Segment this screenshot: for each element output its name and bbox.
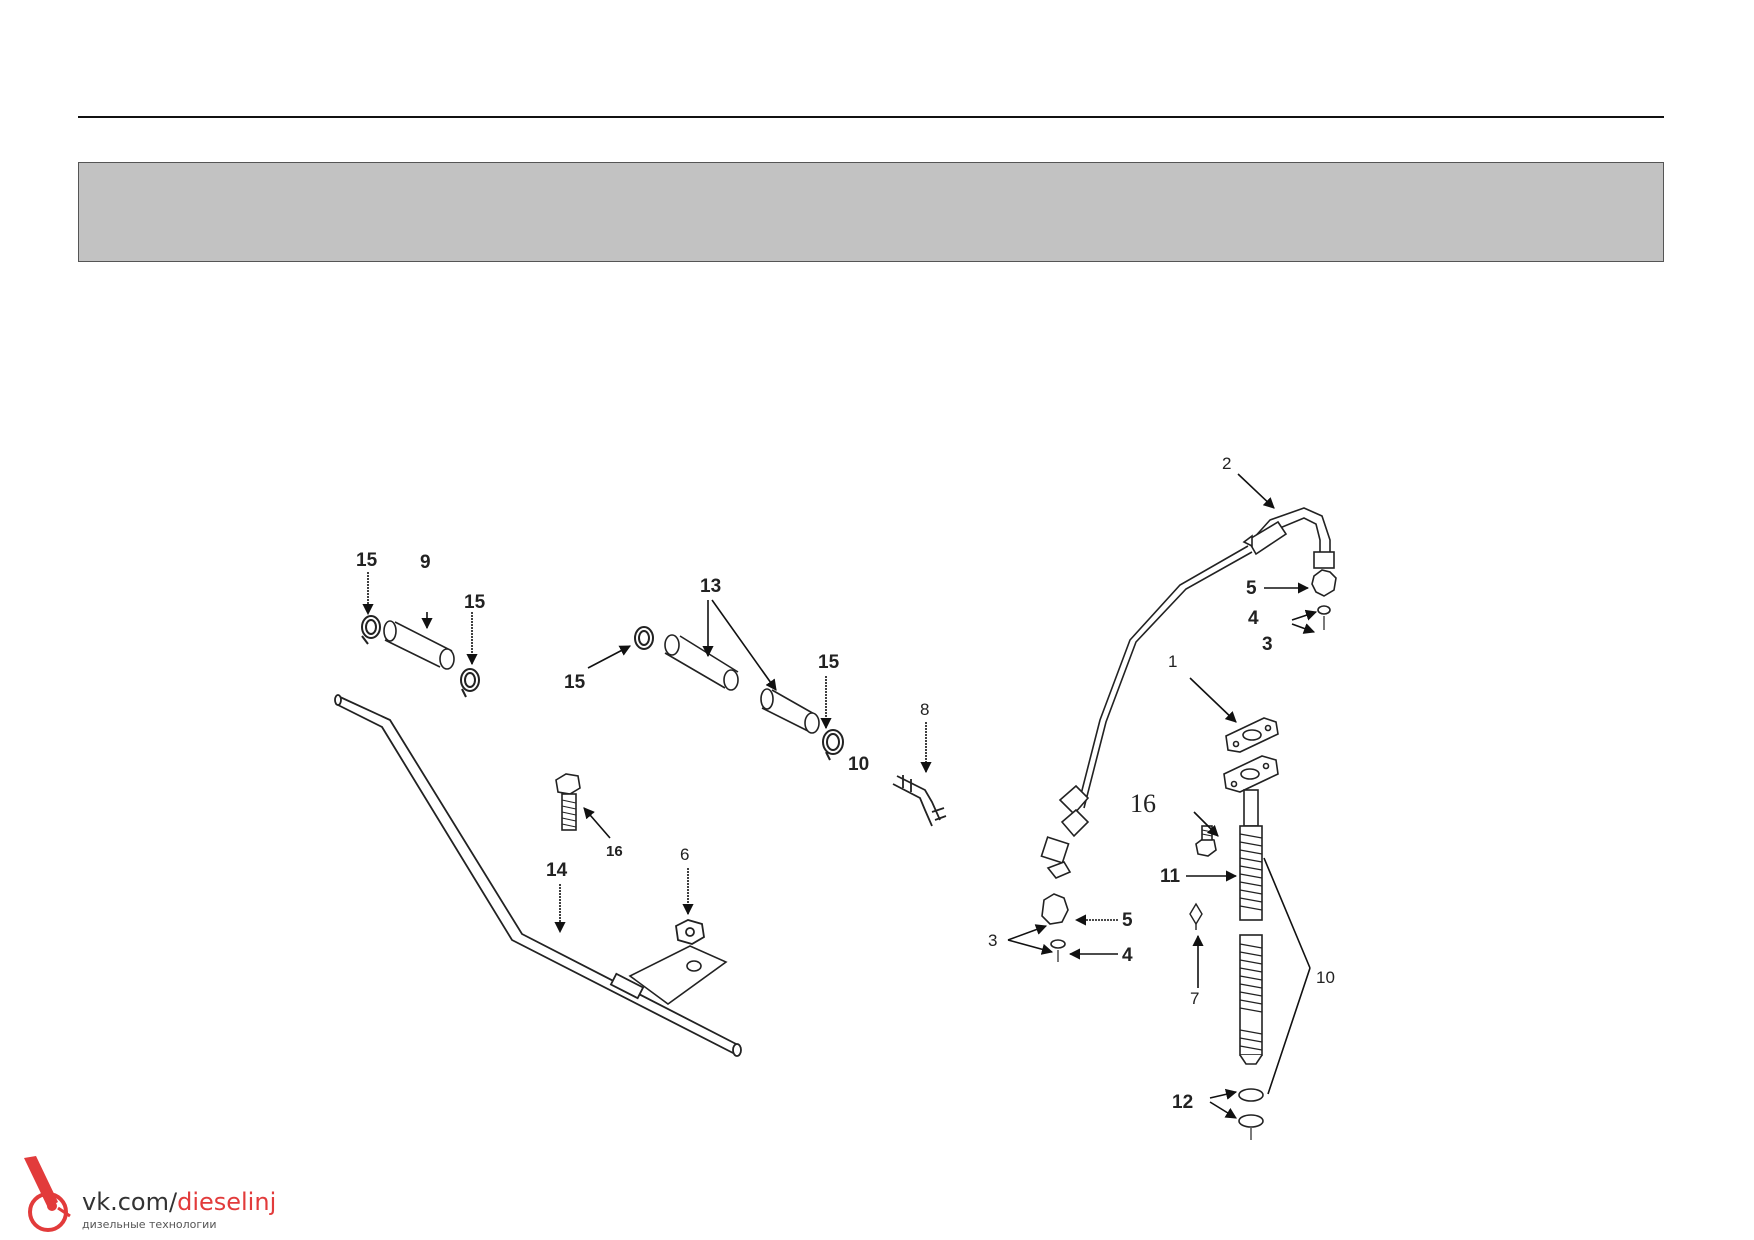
callout-4-upper: 4 <box>1248 608 1259 629</box>
hose-13a <box>664 634 739 691</box>
hose-clamp-15c <box>634 626 654 650</box>
callout-15-b: 15 <box>464 592 486 613</box>
callout-16-right: 16 <box>1130 789 1156 818</box>
gasket-1 <box>1225 717 1279 753</box>
bolt-16 <box>555 773 581 831</box>
pin-7 <box>1189 902 1203 930</box>
hose-clamp-15a <box>361 615 381 645</box>
header-rule <box>78 116 1664 118</box>
hose-clamp-15d <box>822 729 844 761</box>
callout-13: 13 <box>700 576 721 597</box>
tube-14 <box>334 694 742 1057</box>
watermark-domain: vk.com/dieselinj <box>82 1188 276 1216</box>
callout-5-lower: 5 <box>1122 910 1133 931</box>
callout-12: 12 <box>1172 1092 1193 1113</box>
callout-1: 1 <box>1168 652 1177 671</box>
watermark-domain-prefix: vk.com/ <box>82 1188 178 1216</box>
injector-logo-icon <box>24 1156 71 1232</box>
callout-6: 6 <box>680 845 689 864</box>
callout-15-d: 15 <box>818 652 840 673</box>
watermark-tagline: дизельные технологии <box>82 1218 217 1231</box>
nut-6 <box>675 919 705 945</box>
elbow-fitting-8 <box>892 775 947 827</box>
callout-4-lower: 4 <box>1122 945 1133 966</box>
flange <box>1223 755 1279 793</box>
pipe-2 <box>1077 507 1331 809</box>
watermark-domain-name: dieselinj <box>177 1188 277 1216</box>
pipe-end-fitting-lower <box>1040 784 1090 962</box>
callout-15-c: 15 <box>564 672 586 693</box>
callout-9: 9 <box>420 552 431 573</box>
callout-8: 8 <box>920 700 929 719</box>
hose-clamp-15b <box>460 668 480 698</box>
callout-11: 11 <box>1160 866 1181 887</box>
callout-10-right: 10 <box>1316 968 1335 987</box>
hose-13b <box>760 688 820 734</box>
callout-5-upper: 5 <box>1246 578 1257 599</box>
callout-15-a: 15 <box>356 550 378 571</box>
hose-9 <box>383 620 455 670</box>
header-banner <box>78 162 1664 262</box>
seal-rings-12 <box>1238 1088 1264 1140</box>
callout-2: 2 <box>1222 454 1231 473</box>
callout-14: 14 <box>546 860 568 881</box>
callout-3-lower: 3 <box>988 931 997 950</box>
callout-7: 7 <box>1190 989 1199 1008</box>
pipe-end-fitting-upper <box>1242 520 1337 630</box>
drain-tube-10 <box>1239 789 1263 1065</box>
leader-lines <box>362 473 1318 1119</box>
bracket <box>628 945 728 1005</box>
callout-3-upper: 3 <box>1262 634 1273 655</box>
callout-10-center: 10 <box>848 754 869 775</box>
callout-16-left: 16 <box>606 843 623 860</box>
watermark: vk.com/dieselinj дизельные технологии <box>18 1150 318 1235</box>
